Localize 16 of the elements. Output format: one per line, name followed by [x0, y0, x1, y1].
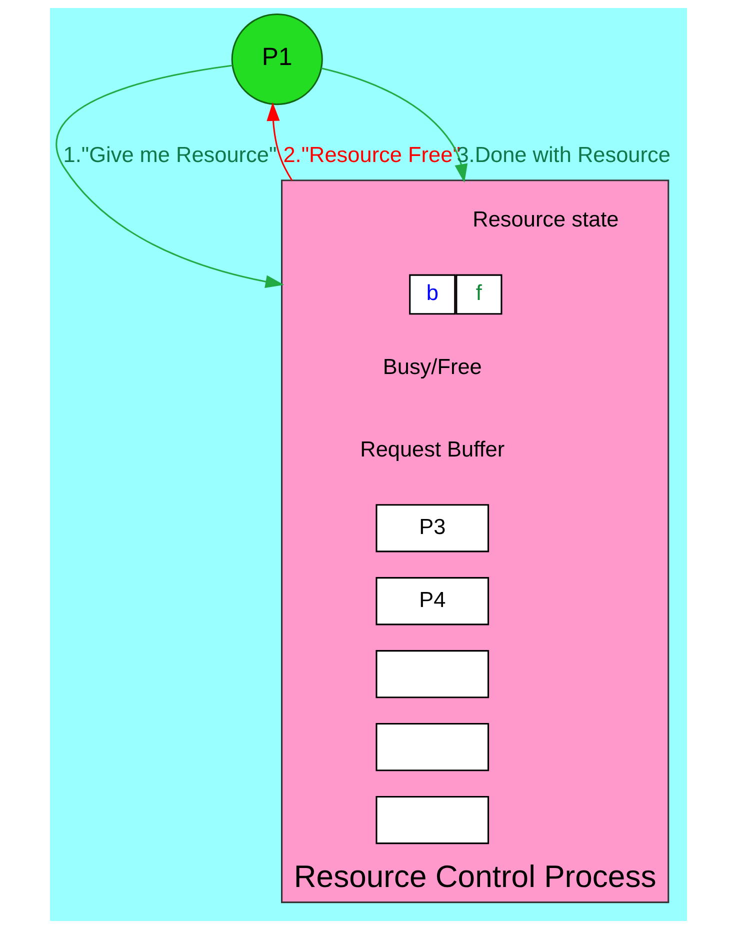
node-box: P4 — [376, 577, 490, 626]
edge-label: 1."Give me Resource" — [63, 142, 277, 168]
node-box: f — [456, 274, 502, 315]
label: Request Buffer — [360, 436, 505, 462]
node-box — [376, 723, 490, 772]
node-box: P3 — [376, 504, 490, 552]
node-box — [376, 650, 490, 698]
node-circle: P1 — [231, 13, 323, 106]
node-box — [376, 796, 490, 844]
label: Resource state — [472, 206, 619, 232]
node-box: b — [409, 274, 456, 315]
label: Busy/Free — [382, 354, 482, 379]
arrow — [56, 64, 284, 288]
edge-label: 3.Done with Resource — [456, 142, 670, 168]
arrow — [321, 68, 468, 183]
arrow — [266, 102, 293, 181]
